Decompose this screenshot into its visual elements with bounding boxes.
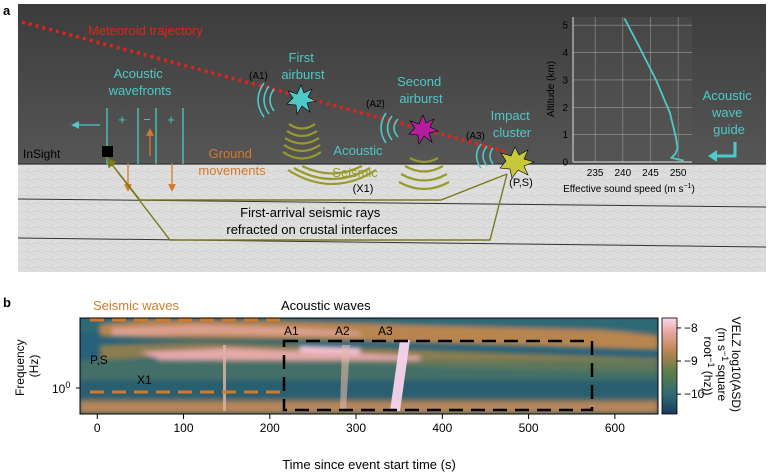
spec-ytick-label: 100: [52, 380, 70, 396]
acoustic-wavefronts: [71, 108, 184, 164]
colorbar-tick-label: −8: [684, 321, 698, 335]
spec-xtick-label: 500: [519, 421, 539, 435]
impact-cluster-label: Impact cluster: [491, 108, 534, 140]
inset-ytick-label: 0: [562, 158, 568, 169]
spec-xlabel: Time since event start time (s): [282, 457, 456, 472]
inset-ytick-label: 3: [562, 75, 568, 86]
insight-label: InSight: [23, 147, 61, 161]
minus-sign: −: [143, 112, 151, 127]
spec-xtick-label: 100: [174, 421, 194, 435]
wave-guide-arrowhead: [708, 150, 717, 162]
x1-label: (X1): [353, 183, 374, 195]
inset-xtick-label: 235: [587, 168, 604, 179]
panel-a-diagram: a Meteoroid trajectory + − + Acoustic wa…: [3, 3, 767, 272]
crustal-interface-2: [17, 237, 767, 248]
inset-xtick-label: 250: [670, 168, 687, 179]
ground: [18, 164, 766, 272]
inset-ytick-label: 2: [562, 103, 568, 114]
trajectory-label: Meteoroid trajectory: [88, 23, 203, 38]
inset-ytick-label: 4: [562, 48, 568, 59]
first-airburst-star: [286, 84, 317, 115]
spec-a3-label: A3: [378, 324, 393, 338]
colorbar-tick-label: −9: [684, 354, 698, 368]
colorbar: [661, 317, 678, 415]
first-airburst-label: First airburst: [281, 50, 325, 82]
spec-xtick-label: 600: [605, 421, 625, 435]
spec-a1-label: A1: [284, 324, 299, 338]
spectrogram: [80, 318, 658, 414]
impact-star: [499, 146, 535, 179]
spec-ylabel: Frequency (Hz): [13, 336, 41, 396]
spec-x1-label: X1: [137, 373, 152, 387]
inset-ytick-label: 1: [562, 130, 568, 141]
second-airburst-star: [408, 114, 439, 145]
first-arrival-label: First-arrival seismic rays refracted on …: [226, 205, 398, 237]
acoustic-label: Acoustic: [333, 143, 383, 158]
seismic-label: Seismic: [332, 165, 378, 180]
first-airburst-seismic-arcs: [282, 123, 322, 160]
seismic-arcs-x1: [287, 165, 377, 186]
sky: [18, 4, 766, 164]
sound-speed-profile-line: [623, 17, 684, 162]
spec-xtick-label: 0: [94, 421, 101, 435]
inset-plot-area: [573, 17, 692, 162]
spec-xtick-label: 400: [432, 421, 452, 435]
first-airburst-acoustic-arcs: [257, 82, 275, 118]
inset-ylabel: Altitude (km): [546, 61, 557, 117]
insight-lander: [102, 146, 113, 157]
ps-label: (P,S): [509, 177, 533, 189]
inset-xtick-label: 245: [642, 168, 659, 179]
second-airburst-seismic-arcs: [398, 157, 450, 191]
sound-speed-inset: 0 1 2 3 4 5 235 240 245 250 Altitude (km) Effect…: [546, 17, 695, 195]
plus-sign-1: +: [118, 112, 126, 127]
second-airburst-label: Second airburst: [397, 74, 445, 106]
seismic-waves-box: [90, 318, 280, 394]
a1-label: (A1): [249, 71, 268, 82]
acoustic-wavefronts-label: Acoustic wavefronts: [108, 66, 172, 98]
seismic-ray-paths: [106, 157, 508, 241]
panel-label-a: a: [3, 3, 11, 18]
spec-ps-label: P,S: [90, 353, 108, 367]
inset-xlabel: Effective sound speed (m s−1): [563, 183, 695, 195]
panel-b-spectrogram: b Seismic waves Acoustic waves A1 A2 A3 …: [3, 295, 743, 472]
acoustic-waves-label: Acoustic waves: [281, 298, 371, 313]
plus-sign-2: +: [167, 112, 175, 127]
spec-xtick-label: 200: [260, 421, 280, 435]
acoustic-waves-box: [282, 339, 594, 412]
ground-movements-label: Ground movements: [198, 146, 266, 178]
colorbar-label: VELZ log10(ASD) (m s−1 square root−1 (hz…: [701, 317, 743, 416]
inset-ytick-label: 5: [562, 21, 568, 32]
wave-guide-label: Acoustic wave guide: [703, 88, 756, 137]
spec-a2-label: A2: [335, 324, 350, 338]
seismic-waves-label: Seismic waves: [93, 298, 179, 313]
second-airburst-acoustic-arcs: [380, 112, 399, 144]
a2-label: (A2): [366, 99, 385, 110]
impact-acoustic-arcs: [475, 143, 494, 169]
wave-guide-arrow: [714, 142, 737, 158]
a3-label: (A3): [466, 131, 485, 142]
inset-xtick-label: 240: [614, 168, 631, 179]
spec-xtick-label: 300: [346, 421, 366, 435]
spectrogram-frame: [79, 317, 659, 415]
panel-label-b: b: [3, 295, 11, 310]
colorbar-tick-label: −10: [684, 387, 705, 401]
